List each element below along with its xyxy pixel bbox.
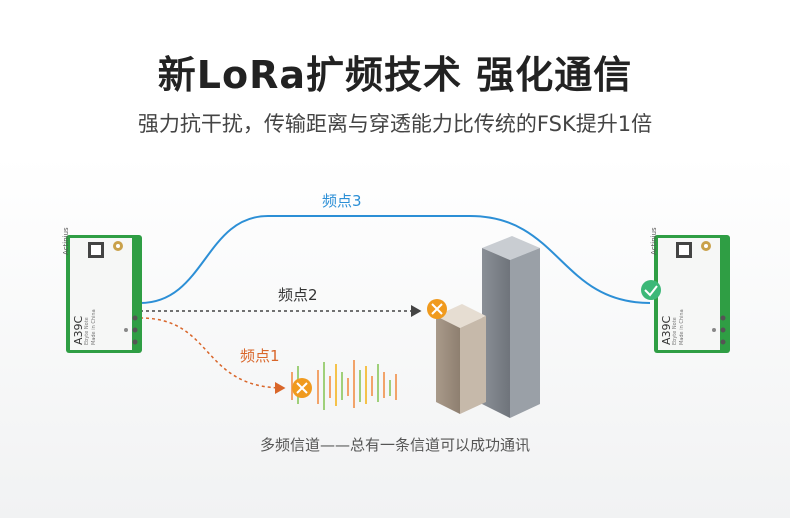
channel-3-path [139,215,651,304]
module-brand-right: Actinius [650,227,658,255]
caption: 多频信道——总有一条信道可以成功通讯 [259,436,530,454]
module-origin-left: Made in China [91,309,97,345]
channel-2-label: 频点2 [278,286,318,304]
lora-module-right [654,235,730,353]
channel-1-path [139,317,286,394]
building-short [436,304,486,414]
channel-1-label: 频点1 [240,347,280,365]
building-tall [482,236,540,418]
module-note-right: Ebyte Note [672,317,678,345]
lora-module-left [66,235,142,353]
blocked-icon-channel-2 [427,299,447,319]
module-note-left: Ebyte Note [84,317,90,345]
page-title: 新LoRa扩频技术 强化通信 [157,53,633,97]
page-subtitle: 强力抗干扰，传输距离与穿透能力比传统的FSK提升1倍 [137,112,653,136]
module-origin-right: Made in China [679,309,685,345]
channel-3-label: 频点3 [322,192,362,210]
interference-signal [291,360,397,410]
success-icon [641,280,661,300]
module-brand-left: Actinius [62,227,70,255]
blocked-icon-channel-1 [292,378,312,398]
